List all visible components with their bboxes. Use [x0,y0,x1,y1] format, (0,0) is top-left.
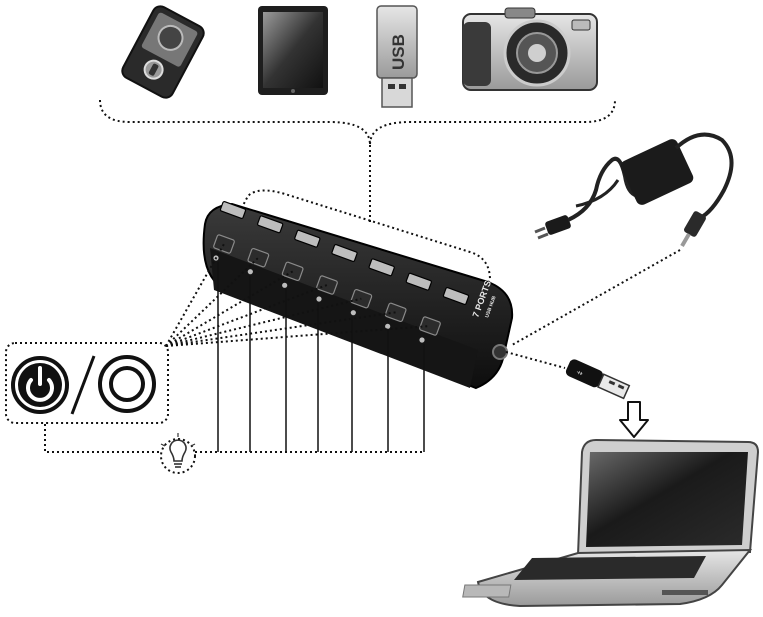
power-switch-box [5,342,169,424]
usb-port [442,287,470,305]
usb-plug-icon: ⇸ [565,359,631,400]
tablet-icon [258,6,328,95]
port-led [282,282,288,288]
power-adapter-icon [534,132,734,248]
hub-ports-outline [231,189,492,301]
power-on-icon [11,356,69,414]
switch-to-button-lines [165,243,431,347]
camera-icon [462,7,598,91]
port-switch-button [316,275,338,295]
laptop-icon [462,438,760,608]
port-switch-button [281,261,304,282]
port-switch-button [419,316,441,336]
switch-fan-line [165,325,431,347]
power-connection-line [511,249,681,346]
hub-power-socket [492,344,508,360]
power-off-icon [98,355,156,413]
port-led [350,310,356,316]
port-led [385,323,391,329]
switch-fan-line [165,297,362,347]
indicator-bus-lines [195,262,425,453]
port-switch-button [213,234,235,254]
usb-drive-icon: USB [376,5,418,108]
port-led [247,269,253,275]
usb-port [219,201,247,219]
mp3-player-icon [121,5,205,99]
port-led [419,337,425,343]
switch-fan-line [165,256,260,347]
usb-connection-line [505,351,566,369]
usb-port [368,258,395,277]
usb-port [331,244,358,262]
usb-port [294,229,321,248]
switch-fan-line [165,284,328,347]
usb-port [257,215,284,234]
down-arrow-icon [619,401,649,438]
switch-divider [70,355,96,415]
light-bulb-icon [160,433,196,474]
port-switch-button [384,302,407,323]
svg-text:⇸: ⇸ [575,367,585,378]
devices-brace [99,99,616,146]
switch-fan-line [165,311,396,347]
hub-ports [213,201,470,343]
usb-drive-label: USB [389,34,408,70]
switch-to-indicator-line [44,424,160,453]
usb-port [405,272,432,291]
port-led [316,296,322,302]
